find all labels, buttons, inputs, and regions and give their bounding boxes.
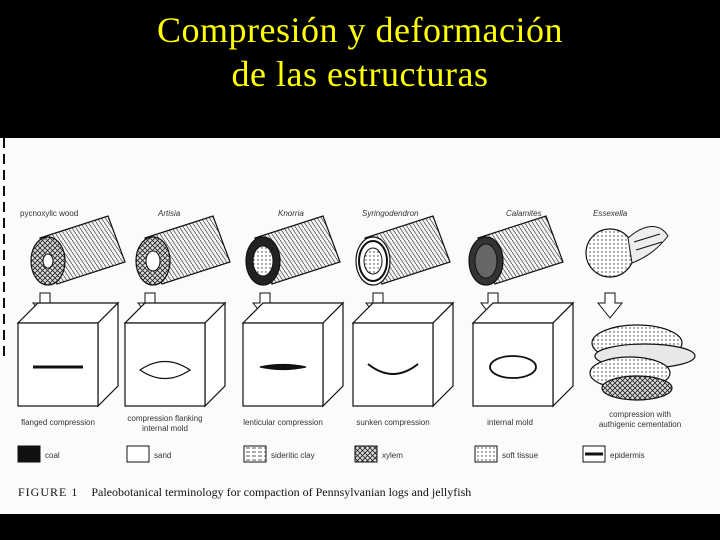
specimen-1-result: flanged compression	[21, 418, 95, 427]
slide-title: Compresión y deformación de las estructu…	[0, 8, 720, 96]
specimen-3-name: Knorria	[278, 209, 304, 218]
legend-label-sand: sand	[154, 451, 172, 460]
legend-swatches	[17, 445, 606, 463]
specimen-4-log	[355, 215, 451, 286]
specimen-5-name: Calamites	[506, 209, 542, 218]
legend-label-soft-tissue: soft tissue	[502, 451, 539, 460]
figure-number: FIGURE 1	[18, 485, 79, 499]
specimen-4-name: Syringodendron	[362, 209, 419, 218]
title-line-1: Compresión y deformación	[157, 10, 563, 50]
specimen-5-log	[468, 215, 564, 286]
specimen-2-log	[135, 215, 231, 286]
figure-caption: FIGURE 1 Paleobotanical terminology for …	[18, 485, 471, 500]
specimen-5-result: internal mold	[487, 418, 533, 427]
legend-label-epidermis: epidermis	[610, 451, 645, 460]
specimen-3-log	[245, 215, 341, 286]
legend-label-xylem: xylem	[382, 451, 403, 460]
legend-label-sideritic-clay: sideritic clay	[271, 451, 315, 460]
specimen-6-jellyfish	[585, 226, 669, 278]
specimen-6-result: compression with authigenic cementation	[598, 410, 682, 429]
figure-drawing	[16, 215, 696, 463]
specimen-2-name: Artisia	[158, 209, 181, 218]
specimen-4-result: sunken compression	[356, 418, 430, 427]
figure-panel: pycnoxylic wood Artisia Knorria Syringod…	[0, 138, 720, 514]
matrix-blocks	[16, 301, 696, 408]
specimen-3-result: lenticular compression	[243, 418, 323, 427]
title-line-2: de las estructuras	[231, 54, 489, 94]
specimen-2-result: compression flanking internal mold	[127, 414, 203, 433]
specimen-6-name: Essexella	[593, 209, 628, 218]
legend-label-coal: coal	[45, 451, 60, 460]
caption-text: Paleobotanical terminology for compactio…	[91, 485, 472, 499]
specimen-1-name: pycnoxylic wood	[20, 209, 79, 218]
scan-edge-mark	[3, 138, 5, 358]
specimen-1-log	[30, 215, 126, 286]
